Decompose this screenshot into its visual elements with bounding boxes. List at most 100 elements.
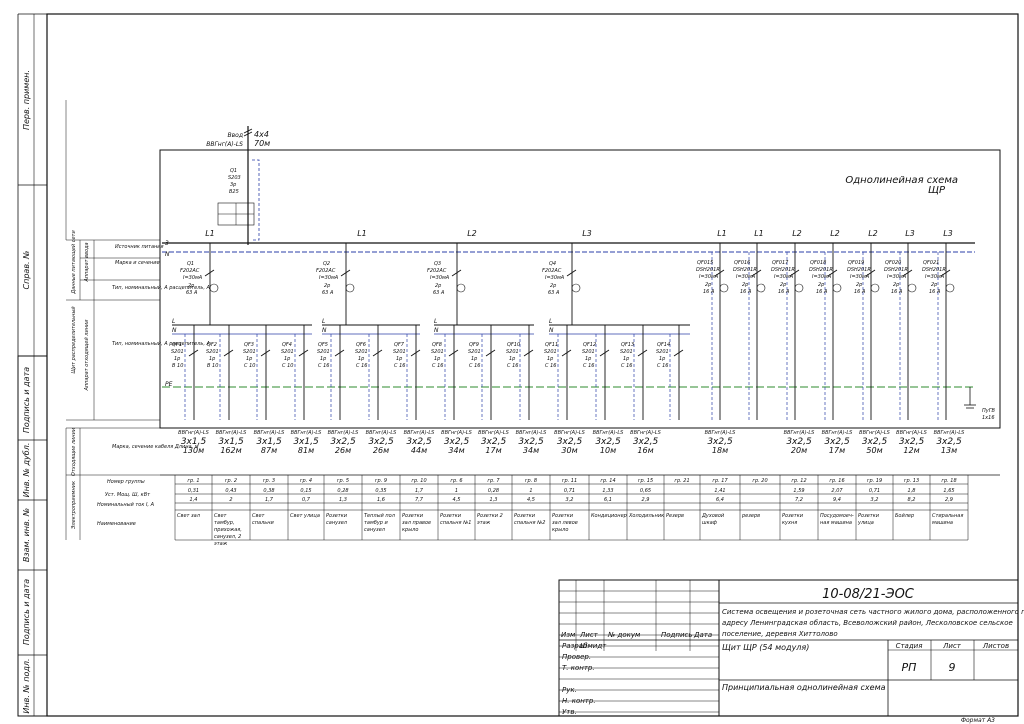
breaker-poles: 1p — [623, 356, 629, 362]
breaker-poles: 1p — [509, 356, 515, 362]
group-cable: ВВГнг(А)-LS — [404, 430, 435, 436]
dif-poles: 2p — [856, 282, 862, 288]
group-name: улица — [857, 520, 874, 526]
breaker-poles: 1p — [246, 356, 252, 362]
rcd-rating: 63 А — [548, 290, 560, 296]
phase-label: L3 — [943, 229, 953, 238]
group-cable: ВВГнг(А)-LS — [291, 430, 322, 436]
group-no: гр. 14 — [600, 478, 615, 484]
dif-poles: 2p — [931, 282, 937, 288]
group-current: 4,5 — [527, 497, 535, 503]
group-size: 3х2,5 — [406, 437, 432, 447]
dif-id: QF017 — [772, 260, 789, 266]
group-name: Холодильник — [628, 513, 664, 519]
group-name: прихожая, — [214, 527, 242, 533]
group-size: 3х2,5 — [368, 437, 394, 447]
side-label: Подпись и дата — [22, 579, 31, 645]
group-name: крыло — [552, 527, 568, 533]
group-no: гр. 8 — [525, 478, 537, 484]
group-no: гр. 7 — [487, 478, 500, 484]
dif-type: DSH201R — [847, 267, 871, 273]
input-size: 4х4 — [254, 130, 269, 139]
label-group-header: Данные питающей сети — [71, 230, 77, 295]
dif-sens: I=30мА — [812, 274, 832, 280]
group-current: 1,4 — [190, 497, 198, 503]
main-breaker-poles: 3p — [230, 182, 236, 188]
side-label: Взам. инв. № — [22, 508, 31, 562]
dif-id: QF019 — [848, 260, 864, 266]
group-name: ная машина — [820, 520, 852, 526]
breaker-type: S201 — [582, 349, 595, 355]
rcd-poles: 2p — [188, 283, 194, 289]
dif-rating: 16 А — [816, 289, 828, 295]
breaker-rating: C 16 — [356, 363, 367, 369]
breaker-rating: C 16 — [469, 363, 480, 369]
group-current: 1,3 — [339, 497, 347, 503]
group-current: 6,4 — [716, 497, 724, 503]
group-cable: ВВГнг(А)-LS — [705, 430, 736, 436]
label-current: Номинальный ток I, А — [97, 502, 155, 508]
group-name: Свет зал — [177, 513, 201, 519]
group-cable: ВВГнг(А)-LS — [859, 430, 890, 436]
main-breaker-id: Q1 — [230, 168, 237, 174]
group-name: Розетки — [402, 513, 424, 519]
group-current: 1,6 — [377, 497, 385, 503]
breaker-id: QF11 — [545, 342, 558, 348]
bus-pe: PE — [165, 381, 173, 388]
breaker-rating: C 16 — [394, 363, 405, 369]
group-size: 3х2,5 — [862, 437, 888, 447]
breaker-id: QF13 — [621, 342, 634, 348]
ground-size: 1х16 — [982, 415, 995, 421]
dif-rating: 16 А — [854, 289, 866, 295]
sub-bus-n: N — [172, 327, 177, 334]
group-name: Розетки — [326, 513, 348, 519]
group-length: 34м — [523, 446, 539, 455]
group-power: 1,7 — [415, 488, 424, 494]
stamp-row: Провер. — [562, 653, 591, 661]
drawing-frame — [17, 13, 1019, 717]
group-cable: ВВГнг(А)-LS — [554, 430, 585, 436]
phase-label: L1 — [357, 229, 367, 238]
group-size: 3х2,5 — [481, 437, 507, 447]
dif-sens: I=30мА — [699, 274, 719, 280]
sub-bus-n: N — [434, 327, 439, 334]
breaker-id: QF12 — [583, 342, 596, 348]
dif-id: QF021 — [923, 260, 939, 266]
sub-bus-l: L — [434, 318, 437, 325]
dif-sens: I=30мА — [850, 274, 870, 280]
sub-bus-l: L — [322, 318, 325, 325]
group-size: 3х2,5 — [330, 437, 356, 447]
group-cable: ВВГнг(А)-LS — [328, 430, 359, 436]
rcd-rating: 63 А — [322, 290, 334, 296]
group-size: 3х2,5 — [518, 437, 544, 447]
rcd-sens: I=30мА — [319, 275, 339, 281]
group-no: гр. 12 — [791, 478, 806, 484]
dif-poles: 2p — [705, 282, 711, 288]
group-no: гр. 11 — [562, 478, 577, 484]
scheme-title-2: ЩР — [928, 185, 946, 196]
side-label: Перв. примен. — [22, 70, 31, 130]
label-vvod-header: Аппарат ввода — [84, 242, 90, 282]
group-length: 30м — [561, 446, 577, 455]
rcd-type: F202AC — [180, 268, 200, 274]
input-cable: ВВГнг(А)-LS — [206, 141, 243, 148]
group-name: Теплый пол — [364, 513, 396, 519]
group-length: 12м — [903, 446, 919, 455]
stamp-author: Шмидт — [580, 642, 607, 650]
group-size: 3х2,5 — [633, 437, 659, 447]
dif-sens: I=30мА — [925, 274, 945, 280]
dif-rating: 16 А — [891, 289, 903, 295]
phase-label: L2 — [792, 229, 802, 238]
breaker-rating: C 16 — [545, 363, 556, 369]
group-length: 50м — [866, 446, 882, 455]
breaker-poles: 1p — [320, 356, 326, 362]
group-name: тамбур и — [364, 520, 389, 526]
rcd-id: Q1 — [187, 261, 194, 267]
breaker-id: QF14 — [657, 342, 670, 348]
group-current: 1,3 — [490, 497, 498, 503]
breaker-poles: 1p — [471, 356, 477, 362]
dif-sens: I=30мА — [887, 274, 907, 280]
group-current: 1,7 — [265, 497, 274, 503]
